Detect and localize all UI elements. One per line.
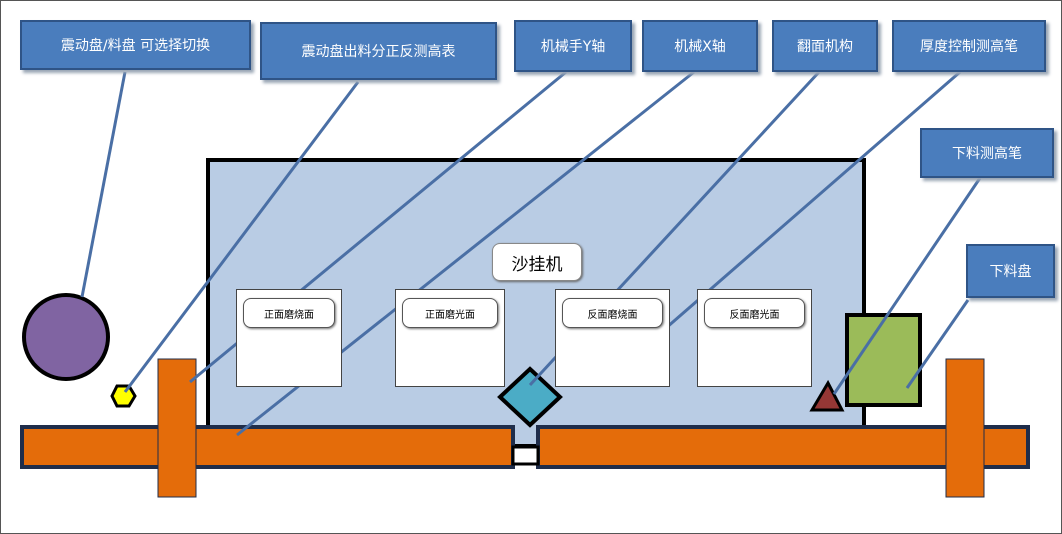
station-back-polish: 反面磨光面 xyxy=(697,289,812,387)
callout-unload-tray: 下料盘 xyxy=(966,244,1055,298)
station-label-front-burn: 正面磨烧面 xyxy=(243,298,335,328)
hexagon-shape xyxy=(110,384,137,408)
callout-vibration-front-back: 震动盘出料分正反测高表 xyxy=(260,22,497,80)
unload-tray-square xyxy=(845,313,922,407)
leader-line-unload-tray xyxy=(905,299,970,389)
leader-line-vibration-tray xyxy=(80,71,127,298)
leader-line-thickness-pen xyxy=(626,70,961,364)
leader-line-vibration-front-back xyxy=(123,81,360,393)
station-front-burn: 正面磨烧面 xyxy=(236,289,342,387)
triangle-unload xyxy=(809,379,845,412)
machine-title: 沙挂机 xyxy=(492,243,582,281)
leader-line-unload-pen xyxy=(832,177,982,395)
station-label-back-burn: 反面磨烧面 xyxy=(562,298,663,328)
rail-gap xyxy=(511,445,540,466)
station-front-polish: 正面磨光面 xyxy=(395,289,505,387)
callout-vibration-tray: 震动盘/料盘 可选择切换 xyxy=(20,20,251,70)
callout-thickness-pen: 厚度控制测高笔 xyxy=(892,20,1046,72)
right-post xyxy=(945,358,985,498)
vibration-plate-circle xyxy=(22,293,110,381)
left-rail xyxy=(20,425,515,469)
station-label-back-polish: 反面磨光面 xyxy=(704,298,805,328)
station-back-burn: 反面磨烧面 xyxy=(555,289,670,387)
callout-robot-y-axis: 机械手Y轴 xyxy=(514,20,632,72)
callout-flip-mechanism: 翻面机构 xyxy=(772,20,878,72)
callout-robot-x-axis: 机械X轴 xyxy=(642,20,758,72)
diamond-shape xyxy=(497,366,563,428)
station-label-front-polish: 正面磨光面 xyxy=(402,298,498,328)
left-post xyxy=(157,358,197,498)
callout-unload-pen: 下料测高笔 xyxy=(920,128,1054,178)
